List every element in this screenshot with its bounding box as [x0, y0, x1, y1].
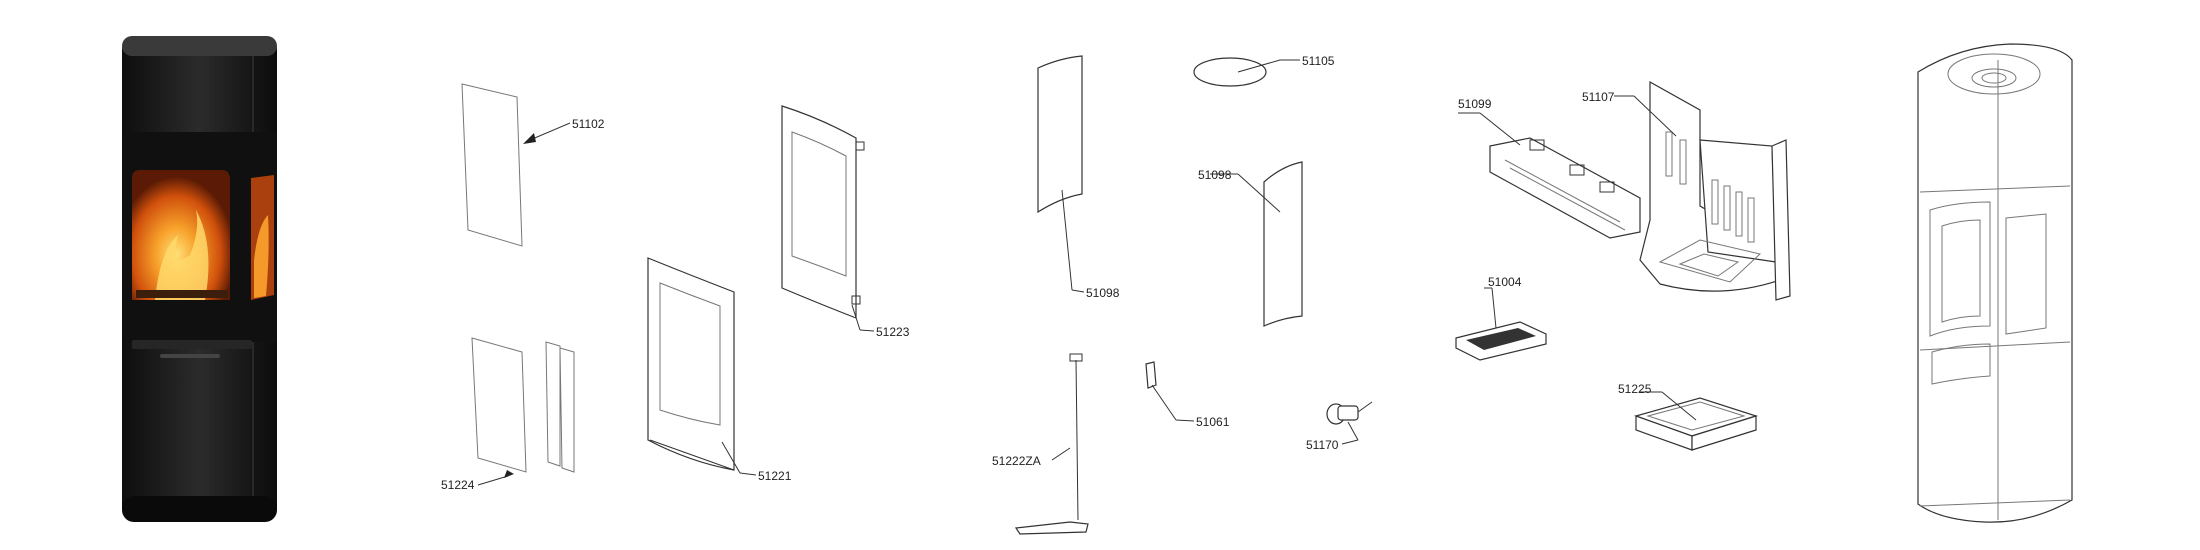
label-51222ZA: 51222ZA [992, 454, 1041, 468]
label-51102: 51102 [572, 117, 605, 131]
part-51105: 51105 [1193, 54, 1335, 87]
label-51098-b: 51098 [1198, 168, 1232, 182]
label-51061: 51061 [1196, 415, 1230, 429]
label-51105: 51105 [1302, 54, 1335, 68]
label-51223: 51223 [876, 325, 910, 339]
fire-window [132, 170, 230, 300]
side-window [251, 175, 274, 300]
label-51224: 51224 [441, 478, 475, 492]
part-51102: 51102 [461, 83, 605, 247]
label-51004: 51004 [1488, 275, 1522, 289]
part-51221: 51221 [647, 257, 792, 483]
part-51098-a: 51098 [1037, 55, 1120, 300]
label-51098-a: 51098 [1086, 286, 1120, 300]
part-51222ZA: 51222ZA [992, 353, 1089, 535]
part-51061: 51061 [1145, 361, 1230, 429]
part-51004: 51004 [1455, 275, 1547, 361]
stove-photo [122, 36, 277, 522]
label-51221: 51221 [758, 469, 792, 483]
label-51170: 51170 [1306, 438, 1339, 452]
label-51225: 51225 [1618, 382, 1652, 396]
label-51107: 51107 [1582, 90, 1615, 104]
part-51107: 51107 [1582, 80, 1791, 301]
part-51170: 51170 [1306, 401, 1373, 452]
stove-line-drawing [1917, 43, 2073, 523]
part-51099: 51099 [1458, 97, 1641, 239]
part-51224: 51224 [441, 337, 575, 492]
label-51099: 51099 [1458, 97, 1492, 111]
part-51225: 51225 [1618, 382, 1758, 451]
part-51098-b: 51098 [1198, 161, 1303, 327]
part-51223: 51223 [781, 105, 910, 339]
